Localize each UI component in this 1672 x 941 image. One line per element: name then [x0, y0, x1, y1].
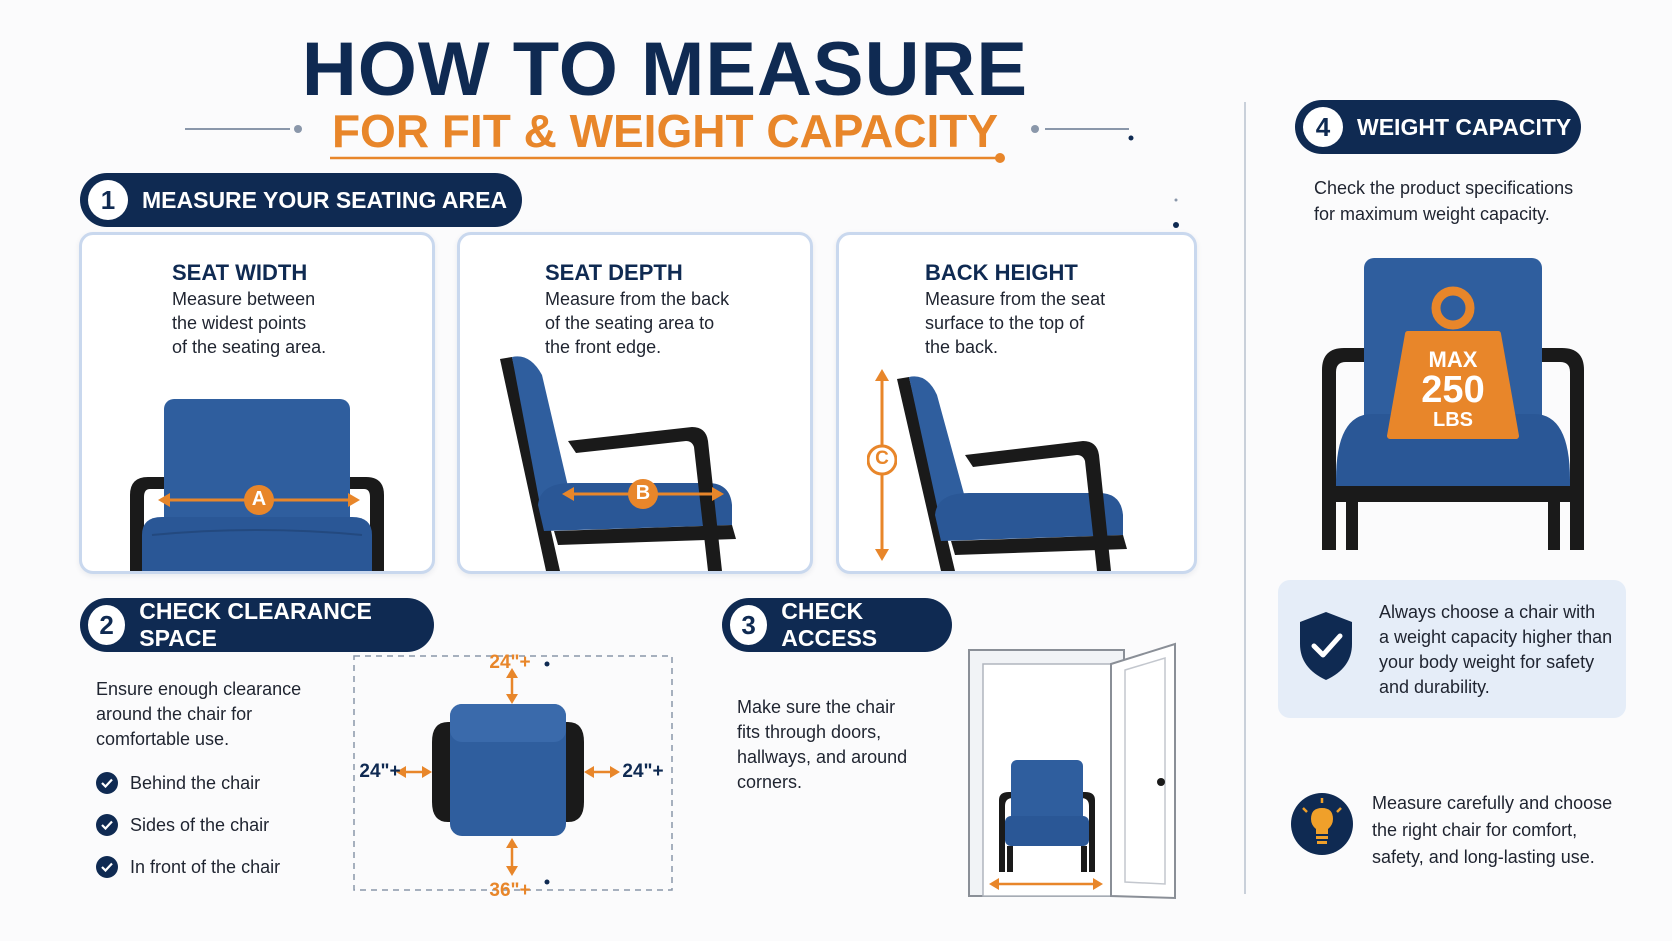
clearance-item-label: In front of the chair	[130, 856, 281, 877]
section-1-header: 1 MEASURE YOUR SEATING AREA	[80, 173, 522, 227]
weight-unit: LBS	[1433, 409, 1473, 431]
clearance-desc-3: comfortable use.	[96, 729, 230, 749]
clearance-right-dim: 24"+	[622, 761, 664, 782]
advice-line-4: and durability.	[1379, 677, 1490, 697]
section-3-label: CHECK ACCESS	[781, 598, 878, 651]
marker-c-label: C	[875, 448, 889, 469]
section-1-number: 1	[88, 180, 128, 220]
access-desc-4: corners.	[737, 772, 803, 792]
access-desc-2: fits through doors,	[737, 722, 882, 742]
access-desc-3: hallways, and around	[737, 747, 908, 767]
check-icon	[96, 814, 118, 836]
clearance-desc-2: around the chair for	[96, 704, 253, 724]
doorway-illustration	[968, 642, 1176, 900]
seat-width-desc-2: the widest points	[172, 313, 307, 333]
section-2-number: 2	[88, 605, 126, 645]
clearance-bottom-dim: 36"+	[489, 880, 531, 901]
decorative-dots	[1173, 198, 1179, 228]
seat-depth-desc-2: of the seating area to	[545, 313, 715, 333]
chair-side-illustration-c	[897, 376, 1127, 571]
back-height-desc-1: Measure from the seat	[925, 289, 1106, 309]
clearance-left-dim: 24"+	[359, 761, 401, 782]
advice-line-3: your body weight for safety	[1379, 652, 1595, 672]
lightbulb-icon	[1291, 793, 1353, 855]
subtitle-underline	[330, 153, 1005, 163]
section-4-label: WEIGHT CAPACITY	[1357, 113, 1572, 140]
advice-line-2: a weight capacity higher than	[1379, 627, 1613, 647]
section-1-label: MEASURE YOUR SEATING AREA	[142, 186, 508, 213]
clearance-diagram	[353, 655, 673, 891]
height-measure-arrow	[867, 369, 897, 561]
back-height-card: BACK HEIGHT Measure from the seat surfac…	[836, 232, 1197, 574]
tip-line-2: the right chair for comfort,	[1372, 820, 1578, 840]
back-height-desc-3: the back.	[925, 337, 999, 357]
back-height-desc-2: surface to the top of	[925, 313, 1085, 333]
weight-max-label: MAX	[1428, 347, 1478, 372]
clearance-top-dim: 24"+	[489, 652, 531, 673]
section-3-header: 3 CHECK ACCESS	[722, 598, 952, 652]
section-2-header: 2 CHECK CLEARANCE SPACE	[80, 598, 434, 652]
seat-depth-card: SEAT DEPTH Measure from the back of the …	[457, 232, 813, 574]
chair-front-illustration	[130, 399, 384, 571]
title-left-decoration	[185, 125, 302, 133]
marker-a-label: A	[251, 488, 267, 510]
clearance-item-label: Sides of the chair	[130, 814, 270, 835]
clearance-item-label: Behind the chair	[130, 772, 261, 793]
check-icon	[96, 856, 118, 878]
seat-width-card: SEAT WIDTH Measure between the widest po…	[79, 232, 435, 574]
weight-desc-1: Check the product specifications	[1314, 178, 1574, 198]
weight-advice-box: Always choose a chair with a weight capa…	[1278, 580, 1626, 718]
shield-check-icon	[1300, 612, 1352, 680]
tip-line-3: safety, and long-lasting use.	[1372, 847, 1595, 867]
page-title: HOW TO MEASURE	[301, 27, 1029, 112]
weight-value: 250	[1421, 369, 1485, 411]
section-4-header: 4 WEIGHT CAPACITY	[1295, 100, 1581, 154]
section-2-label: CHECK CLEARANCE SPACE	[139, 598, 372, 651]
clearance-item-front: In front of the chair	[96, 854, 280, 880]
seat-width-desc-1: Measure between	[172, 289, 316, 309]
marker-b-label: B	[635, 482, 651, 504]
depth-measure-arrow	[562, 479, 724, 509]
seat-depth-desc-1: Measure from the back	[545, 289, 730, 309]
section-4-number: 4	[1303, 107, 1343, 147]
back-height-title: BACK HEIGHT	[925, 260, 1078, 285]
weight-chair-illustration	[1322, 258, 1584, 550]
clearance-item-sides: Sides of the chair	[96, 812, 269, 838]
clearance-desc-1: Ensure enough clearance	[96, 679, 302, 699]
section-3-number: 3	[730, 605, 768, 645]
seat-depth-title: SEAT DEPTH	[545, 260, 683, 285]
column-divider	[1244, 102, 1246, 894]
seat-width-title: SEAT WIDTH	[172, 260, 308, 285]
page-subtitle: FOR FIT & WEIGHT CAPACITY	[331, 105, 999, 157]
clearance-item-behind: Behind the chair	[96, 770, 260, 796]
seat-depth-desc-3: the front edge.	[545, 337, 662, 357]
width-measure-arrow	[158, 485, 360, 515]
advice-line-1: Always choose a chair with	[1379, 602, 1596, 622]
title-right-decoration	[1031, 125, 1134, 141]
weight-desc-2: for maximum weight capacity.	[1314, 204, 1550, 224]
seat-width-desc-3: of the seating area.	[172, 337, 327, 357]
check-icon	[96, 772, 118, 794]
access-desc-1: Make sure the chair	[737, 697, 896, 717]
tip-line-1: Measure carefully and choose	[1372, 793, 1613, 813]
chair-side-illustration-b	[500, 356, 736, 571]
